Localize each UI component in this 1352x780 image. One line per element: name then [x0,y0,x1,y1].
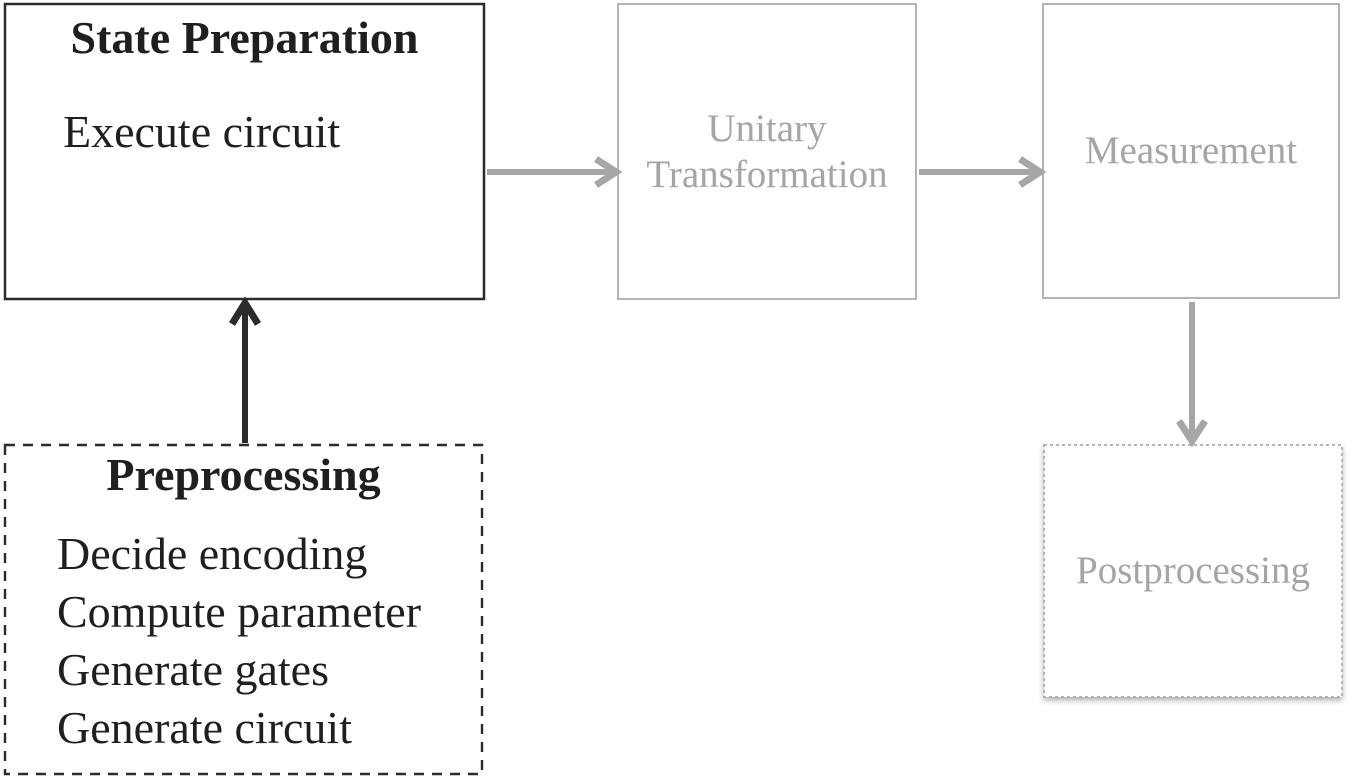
postprocessing-box [1043,444,1343,698]
measurement-box [1042,3,1340,299]
arrow-measurement-to-postprocessing [1176,302,1208,448]
arrow-state-preparation-to-unitary-transformation [487,156,623,188]
arrow-unitary-transformation-to-measurement [919,156,1047,188]
measurement-label-text: Measurement [1084,129,1298,172]
unitary-transformation-label: Unitary Transformation [618,4,916,299]
postprocessing-label-text: Postprocessing [1076,549,1310,592]
unitary-transformation-label-line2: Transformation [646,152,888,196]
preprocessing-step: Generate circuit [57,702,352,753]
preprocessing-title: Preprocessing [106,449,381,500]
measurement-label: Measurement [1043,4,1339,298]
unitary-transformation-label-line1: Unitary [707,106,827,150]
unitary-transformation-box [617,3,917,300]
preprocessing-step: Compute parameter [57,586,422,637]
preprocessing-box [3,443,484,776]
postprocessing-label: Postprocessing [1044,445,1342,697]
preprocessing-step: Decide encoding [57,528,368,579]
arrow-preprocessing-to-state-preparation [229,296,261,443]
preprocessing-steps: Decide encoding Compute parameter Genera… [57,525,421,757]
state-preparation-step: Execute circuit [63,106,341,157]
preprocessing-step: Generate gates [57,644,330,695]
state-preparation-title: State Preparation [70,12,419,63]
